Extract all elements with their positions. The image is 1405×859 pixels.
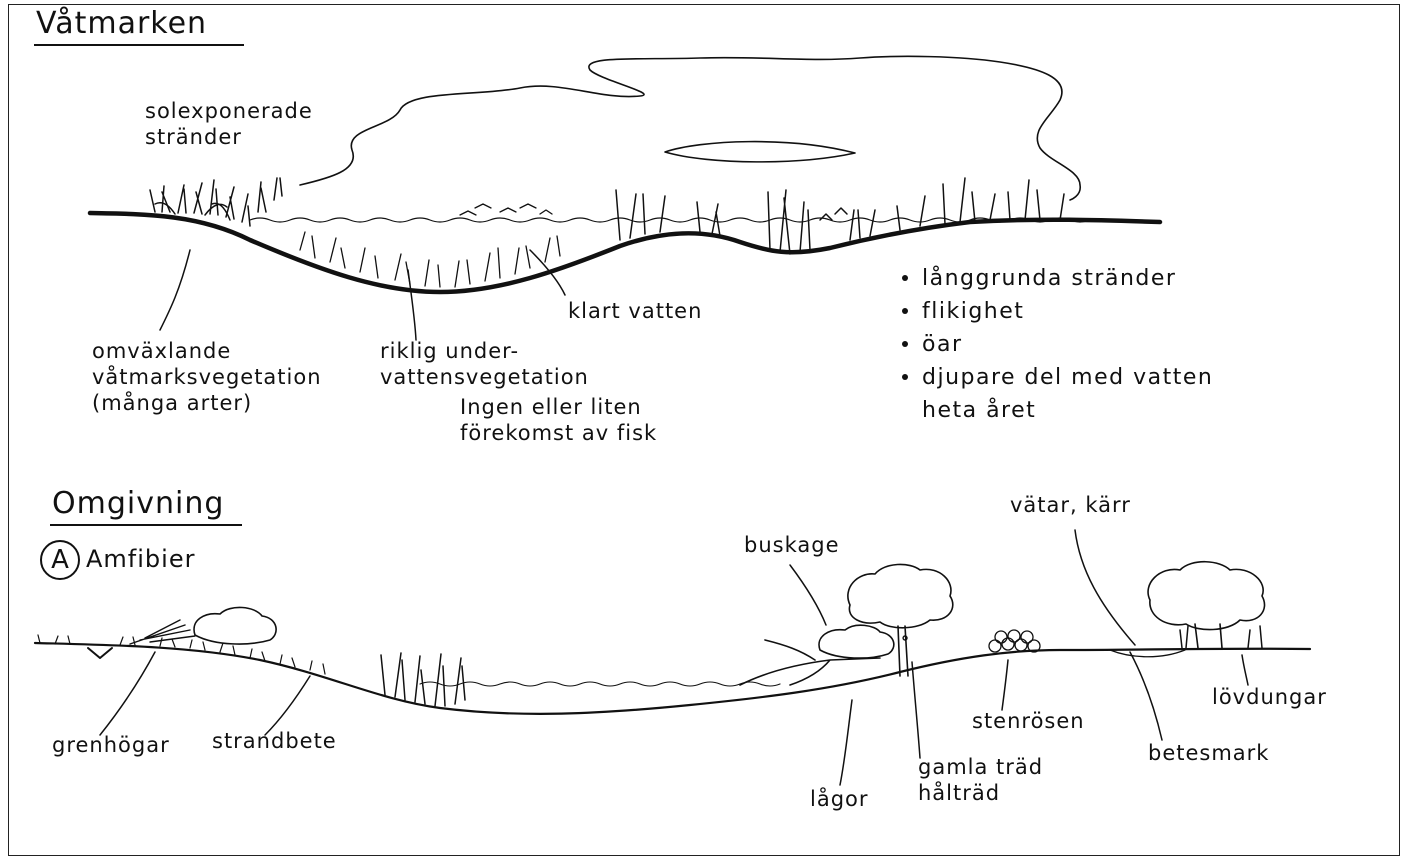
label-brush-piles: grenhögar [52,732,170,758]
label-deciduous-groves: lövdungar [1212,684,1327,710]
label-fish: Ingen eller liten förekomst av fisk [460,394,657,446]
pointer-pasture [1130,652,1162,740]
label-old-trees: gamla träd hålträd [918,754,1043,806]
label-varied-vegetation: omväxlande våtmarksvegetation (många art… [92,338,322,416]
label-clear-water: klart vatten [568,298,702,324]
fallen-log [740,640,880,685]
label-logs: lågor [810,786,869,812]
pointer-stone-piles [1002,660,1008,710]
small-pit [88,648,112,658]
water-surface [250,218,1090,222]
label-shore-grazing: strandbete [212,728,337,754]
legend-text-amphibians: Amfibier [86,546,195,572]
wetland-title: Våtmarken [36,6,207,41]
wetland-features-list: långgrunda stränder flikighet öar djupar… [900,262,1213,427]
stone-pile [989,630,1040,652]
pointer-shore-grazing [265,676,310,735]
pointer-deciduous-groves [1242,655,1248,685]
feature-item: öar [900,328,1213,361]
pointer-underwater-vegetation [408,270,416,340]
shore-vegetation-right [616,178,1064,254]
bush-left [194,607,276,644]
pond-water-surface [420,682,780,686]
pointer-brush-piles [100,652,155,735]
surroundings-title: Omgivning [52,486,224,521]
label-underwater-vegetation: riklig under- vattensvegetation [380,338,589,390]
label-stone-piles: stenrösen [972,708,1085,734]
small-cloud [665,142,855,162]
tree-right [1148,562,1264,648]
wet-depression [1110,650,1185,657]
label-shrubbery: buskage [744,532,840,558]
pointer-shrubbery [790,565,826,625]
bush-center [819,625,894,658]
feature-item: flikighet [900,295,1213,328]
label-pasture: betesmark [1148,740,1269,766]
shore-grass [38,635,325,674]
pointer-varied-vegetation [160,250,190,330]
label-wet-areas: vätar, kärr [1010,492,1131,518]
cloud [300,56,1080,200]
pointer-wet-areas [1075,530,1135,645]
pointer-logs [840,700,852,785]
legend-symbol-a: A [40,540,80,580]
branch-pile [130,620,195,644]
wetland-title-underline [34,44,244,46]
pointer-old-trees [912,662,920,758]
label-sunny-shores: solexponerade stränder [145,98,313,150]
surroundings-title-underline [50,524,242,526]
feature-item: långgrunda stränder [900,262,1213,295]
feature-item: djupare del med vatten heta året [900,361,1213,427]
